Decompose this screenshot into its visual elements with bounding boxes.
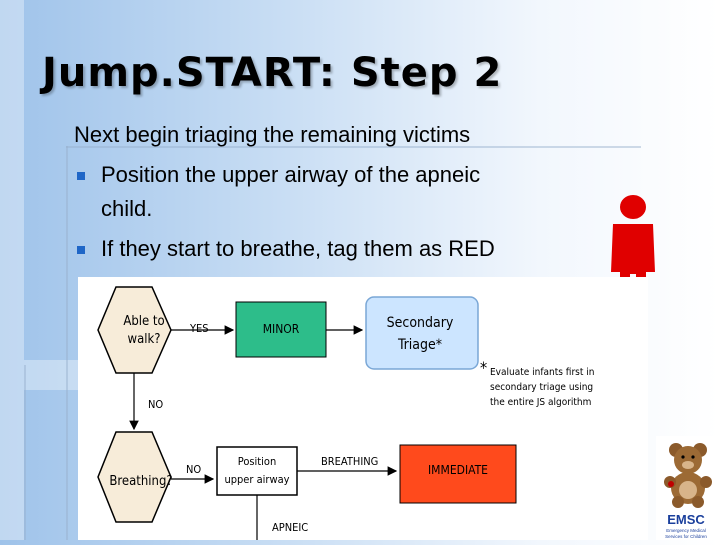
secondary-line2: Triage* — [397, 337, 442, 353]
minor-box: MINOR — [235, 301, 327, 358]
yes-label: YES — [189, 322, 209, 335]
breathing-label: Breathing? — [109, 474, 172, 489]
able-to-walk-line1: Able to — [123, 314, 164, 329]
footnote-line2: secondary triage using — [490, 382, 593, 393]
position-airway-box: Position upper airway — [216, 446, 298, 496]
square-bullet-icon — [77, 246, 85, 254]
bullet-1-continuation: child. — [101, 196, 153, 221]
breathing-edge-label: BREATHING — [321, 455, 378, 468]
bullet-2-text: If they start to breathe, tag them as RE… — [101, 236, 495, 261]
jumpstart-flowchart: Able to walk? YES MINOR Secondary Triage… — [78, 277, 648, 540]
teddy-bear-icon: EMSC Emergency Medical Services for Chil… — [664, 443, 712, 539]
footnote-star: * — [480, 358, 487, 377]
no-label-1: NO — [148, 398, 163, 411]
secondary-line1: Secondary — [387, 315, 454, 331]
able-to-walk-decision: Able to walk? — [97, 286, 172, 374]
position-line1: Position — [238, 455, 277, 468]
emsc-logo: EMSC Emergency Medical Services for Chil… — [656, 436, 720, 540]
slide-title: Jump.START: Step 2 — [42, 50, 503, 96]
immediate-label: IMMEDIATE — [428, 463, 488, 477]
square-bullet-icon — [77, 172, 85, 180]
bullet-1-text: Position the upper airway of the apneic — [101, 162, 481, 187]
footnote-line1: Evaluate infants first in — [490, 367, 594, 378]
position-line2: upper airway — [224, 473, 289, 486]
immediate-box: IMMEDIATE — [399, 444, 517, 504]
no-label-2: NO — [186, 463, 201, 476]
svg-text:Services for Children: Services for Children — [665, 534, 707, 539]
svg-text:EMSC: EMSC — [667, 512, 705, 527]
svg-text:Emergency Medical: Emergency Medical — [666, 528, 706, 533]
footnote-line3: the entire JS algorithm — [490, 397, 591, 408]
breathing-decision: Breathing? — [97, 431, 173, 523]
minor-label: MINOR — [263, 322, 300, 336]
able-to-walk-line2: walk? — [128, 332, 161, 347]
secondary-triage-box: Secondary Triage* — [365, 296, 479, 370]
intro-text: Next begin triaging the remaining victim… — [74, 122, 471, 147]
apneic-label: APNEIC — [272, 521, 308, 534]
